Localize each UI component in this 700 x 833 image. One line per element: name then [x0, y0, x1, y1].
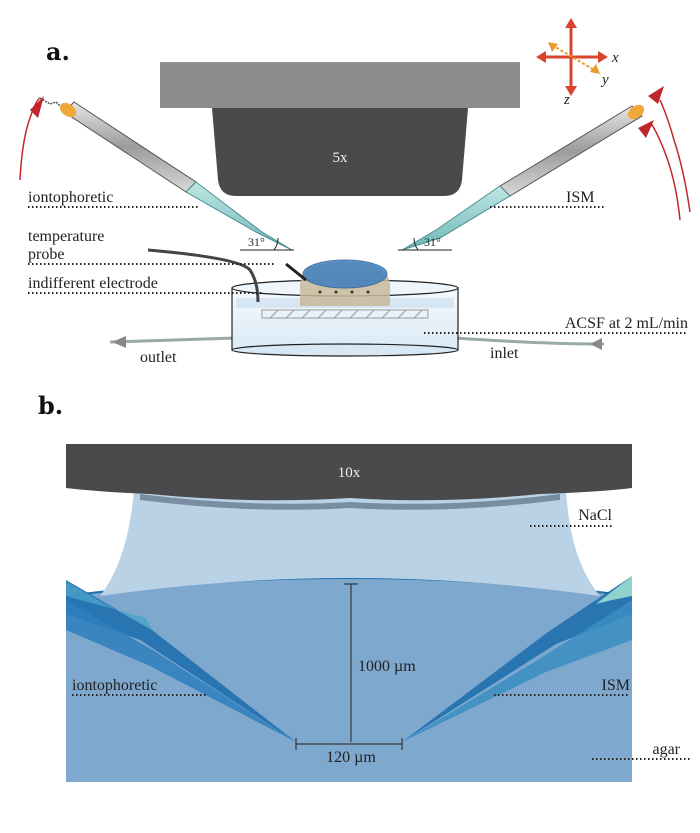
label-iontophoretic-a: iontophoretic	[28, 189, 113, 206]
x-axis-arrow-left	[536, 51, 546, 63]
agar-drop	[302, 259, 388, 289]
label-iontophoretic-b: iontophoretic	[72, 677, 157, 694]
inlet-tube	[455, 336, 605, 346]
axis-x-label: x	[611, 50, 619, 66]
y-axis-arrow-back	[548, 42, 558, 52]
axis-z-label: z	[563, 92, 570, 108]
z-axis-arrow-up	[565, 18, 577, 28]
agar-block	[66, 596, 632, 782]
outlet-arrow	[112, 336, 126, 348]
y-axis-line	[551, 44, 597, 72]
iontophoretic-electrode-b	[66, 580, 296, 742]
dish-bottom	[231, 343, 459, 357]
objective-10x-label: 10x	[338, 465, 361, 481]
barrel-left	[63, 101, 197, 193]
angle-right-label: 31°	[424, 235, 441, 249]
label-ism-b: ISM	[602, 677, 630, 694]
temperature-probe	[147, 248, 260, 303]
dimension-spacing: 120 µm	[295, 738, 403, 766]
label-ism-a: ISM	[566, 189, 594, 206]
label-outlet: outlet	[140, 349, 177, 366]
chain-left	[39, 97, 63, 109]
recording-chamber	[109, 248, 605, 357]
panel-a: a. 5x x y z	[19, 18, 691, 366]
clip-right-1	[648, 86, 664, 104]
objective-5x-collar	[160, 62, 520, 108]
lead-wire-right-2	[649, 121, 681, 221]
mesh-grid	[261, 309, 429, 319]
axis-y-label: y	[600, 72, 609, 88]
lead-wire-left	[19, 97, 41, 181]
tip-left	[185, 181, 293, 251]
clip-right-2	[638, 120, 654, 138]
z-axis-arrow-down	[565, 86, 577, 96]
electrode-left-shadow	[66, 600, 296, 742]
label-temperature-probe-1: temperature	[28, 228, 104, 245]
label-agar: agar	[652, 741, 680, 758]
ism-electrode-b	[402, 576, 632, 742]
holder-left	[59, 102, 77, 118]
spacing-label: 120 µm	[326, 749, 376, 766]
objective-10x	[66, 444, 632, 501]
dimension-depth: 1000 µm	[344, 583, 416, 742]
dot-3	[350, 290, 354, 294]
nacl-region	[100, 490, 600, 596]
clip-left	[30, 96, 44, 118]
electrode-left-body	[66, 580, 296, 742]
dot-2	[334, 290, 338, 294]
dot-1	[318, 290, 322, 294]
lead-wire-right-1	[659, 99, 691, 213]
axes-compass: x y z	[536, 18, 619, 108]
inlet-arrow	[590, 338, 602, 350]
panel-a-label: a.	[46, 37, 70, 66]
electrode-right-body	[402, 576, 632, 742]
objective-5x-label: 5x	[333, 150, 349, 166]
electrode-left-highlight	[66, 582, 152, 630]
tip-right	[401, 185, 511, 251]
angle-left-label: 31°	[248, 235, 265, 249]
iontophoretic-pipette-a: 31°	[19, 96, 294, 251]
x-axis-arrow-right	[598, 51, 608, 63]
ism-pipette-a: 31°	[398, 86, 691, 251]
holder-right	[627, 104, 645, 120]
mesh-hatch	[269, 309, 423, 319]
label-acsf: ACSF at 2 mL/min	[565, 315, 688, 332]
panel-b-label: b.	[38, 391, 63, 420]
label-indifferent-electrode: indifferent electrode	[28, 275, 158, 292]
angle-arc-right	[413, 237, 419, 251]
angle-arc-left	[273, 237, 279, 251]
y-axis-arrow	[590, 64, 600, 74]
barrel-right	[499, 105, 643, 197]
objective-5x-body	[212, 108, 468, 196]
label-inlet: inlet	[490, 345, 519, 362]
objective-10x-meniscus	[140, 494, 560, 510]
label-nacl: NaCl	[578, 507, 612, 524]
objective-5x: 5x	[160, 62, 520, 196]
indifferent-electrode	[285, 262, 307, 282]
dot-4	[366, 290, 370, 294]
outlet-tube	[109, 336, 237, 344]
electrode-right-highlight	[596, 576, 632, 604]
depth-label: 1000 µm	[358, 658, 416, 675]
panel-b: b. 10x 1000 µm	[38, 391, 690, 782]
label-temperature-probe-2: probe	[28, 246, 64, 263]
